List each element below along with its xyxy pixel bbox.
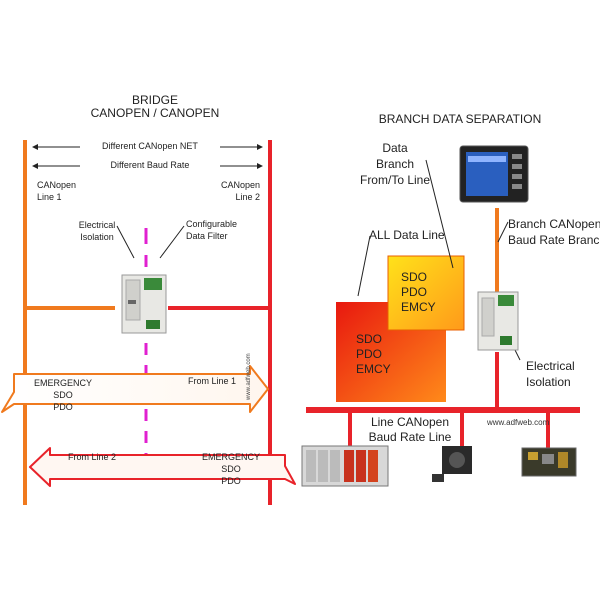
branch-title: BRANCH DATA SEPARATION	[378, 112, 542, 126]
vertical-url: www.adfweb.com	[246, 353, 252, 400]
msg-right-sdo: SDO	[221, 464, 241, 474]
branch-device	[477, 291, 519, 351]
control-board	[521, 447, 577, 477]
branch-isolation-l1: Electrical	[526, 359, 575, 373]
different-baud-label: Different Baud Rate	[80, 160, 220, 171]
yellow-emcy: EMCY	[401, 300, 436, 314]
red-emcy: EMCY	[356, 362, 391, 376]
from-line2-label: From Line 2	[68, 452, 117, 462]
line2-label-bottom: Line 2	[235, 192, 260, 202]
from-line2-arrow	[29, 447, 296, 487]
different-net-label: Different CANopen NET	[80, 141, 220, 152]
filter-label-bottom: Data Filter	[186, 231, 228, 241]
yellow-pdo: PDO	[401, 285, 428, 299]
bridge-title-line1: BRIDGE	[131, 93, 178, 107]
data-branch-l3: From/To Line	[359, 173, 431, 187]
red-pdo: PDO	[356, 347, 383, 361]
line-canopen-l2: Baud Rate Line	[368, 430, 452, 444]
line2-label-top: CANopen	[220, 180, 260, 190]
red-sdo: SDO	[356, 332, 383, 346]
bridge-device	[121, 274, 167, 334]
line1-label-top: CANopen	[37, 180, 77, 190]
msg-right-emergency: EMERGENCY	[201, 452, 260, 462]
bridge-isolation-label-bottom: Isolation	[80, 232, 114, 242]
from-line1-label: From Line 1	[188, 376, 237, 386]
data-branch-l2: Branch	[375, 157, 415, 171]
yellow-sdo: SDO	[401, 270, 428, 284]
bridge-isolation-label-top: Electrical	[78, 220, 116, 230]
all-data-line-label: ALL Data Line	[369, 228, 445, 242]
branch-data-yellow-square	[387, 255, 465, 331]
bridge-title-line2: CANOPEN / CANOPEN	[90, 106, 220, 120]
branch-isolation-l2: Isolation	[526, 375, 571, 389]
branch-url: www.adfweb.com	[487, 418, 550, 427]
msg-left-sdo: SDO	[53, 390, 73, 400]
from-line1-arrow	[1, 365, 269, 413]
branch-canopen-l1: Branch CANopen	[508, 217, 600, 231]
plc-device	[301, 445, 389, 487]
hmi-panel	[459, 145, 529, 203]
data-branch-l1: Data	[382, 141, 408, 155]
msg-right-pdo: PDO	[221, 476, 241, 486]
msg-left-emergency: EMERGENCY	[33, 378, 92, 388]
branch-canopen-l2: Baud Rate Branch	[508, 233, 600, 247]
msg-left-pdo: PDO	[53, 402, 73, 412]
servo-motor	[432, 446, 472, 482]
line1-label-bottom: Line 1	[37, 192, 62, 202]
line-canopen-l1: Line CANopen	[370, 415, 450, 429]
filter-label-top: Configurable	[186, 219, 238, 229]
